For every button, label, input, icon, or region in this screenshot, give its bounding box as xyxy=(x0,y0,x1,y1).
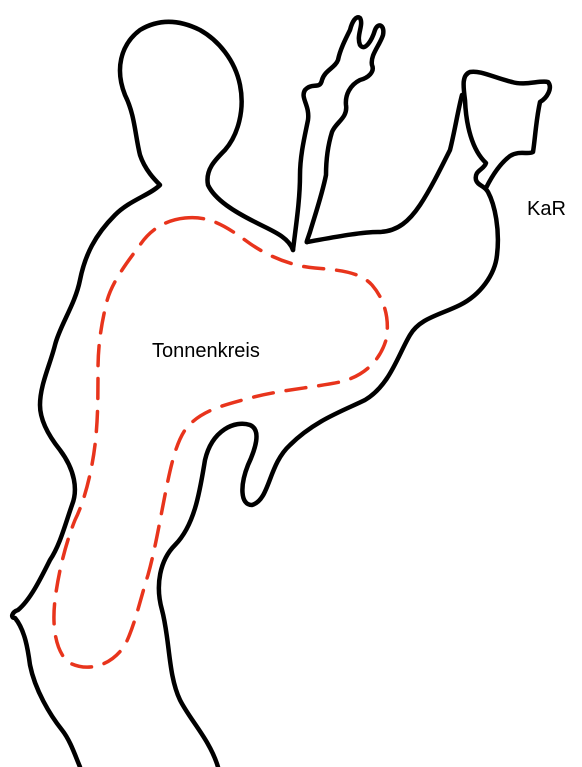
outline-body xyxy=(9,19,465,767)
outline-left xyxy=(156,69,553,767)
outline-inlet xyxy=(290,15,386,253)
tonnenkreis-label: Tonnenkreis xyxy=(152,340,260,362)
tonnenkreis-boundary xyxy=(52,215,390,669)
kar-label: KaR xyxy=(527,198,566,220)
